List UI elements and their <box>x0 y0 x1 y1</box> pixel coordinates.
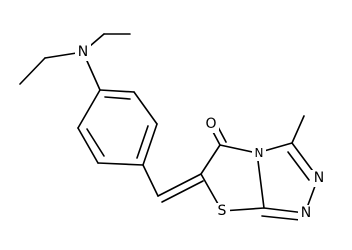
atom-label-n-right-upper: N <box>314 170 324 186</box>
atom-label-n-amine: N <box>78 44 88 60</box>
bond-ring-3-4 <box>142 123 158 166</box>
bond-ch-eq-c5-b <box>161 180 204 203</box>
bond-c4-o-b <box>217 126 227 143</box>
bond-ring-1-2 <box>99 89 135 93</box>
bond-ring-inner-c <box>86 128 105 157</box>
bond-ring-4-5 <box>97 162 144 166</box>
bond-c3-methyl <box>291 115 305 144</box>
atom-label-s-ring: S <box>218 203 227 219</box>
bond-ring-5-6 <box>77 127 99 164</box>
bond-ring-to-ch <box>142 164 159 197</box>
bond-c3-n2-inner <box>287 151 310 181</box>
thiazolone-ring-bonds <box>200 126 265 212</box>
atom-s-ring: S <box>214 203 230 220</box>
bond-ring-inner-a <box>104 96 131 100</box>
bond-ch-eq-c5-a <box>157 173 202 197</box>
atom-label-o-carbonyl: O <box>205 116 216 132</box>
bond-ring-2-3 <box>133 91 158 125</box>
atom-o-carbonyl: O <box>203 116 219 133</box>
atom-label-n-right-lower: N <box>301 205 311 221</box>
diethylamino-bonds <box>19 33 131 91</box>
atom-labels: N O N S N N <box>75 44 327 222</box>
bond-ring-6-1 <box>77 89 101 129</box>
benzene-ring-bonds <box>77 89 158 166</box>
bond-c4-n <box>219 144 258 154</box>
bond-ring-inner-b <box>136 125 149 159</box>
methylidene-bonds <box>142 164 204 203</box>
atom-n-right-lower: N <box>298 205 314 222</box>
bond-c7a-n <box>256 152 265 209</box>
atom-n-bridge: N <box>252 145 266 161</box>
atom-n-right-upper: N <box>311 170 327 187</box>
atom-n-amine: N <box>75 44 91 61</box>
bond-c5-c4 <box>200 144 221 175</box>
atom-label-n-bridge: N <box>255 146 264 160</box>
bond-n1-c7a-b <box>261 215 301 221</box>
bond-ethyl2-ch2-ch3 <box>19 57 46 85</box>
